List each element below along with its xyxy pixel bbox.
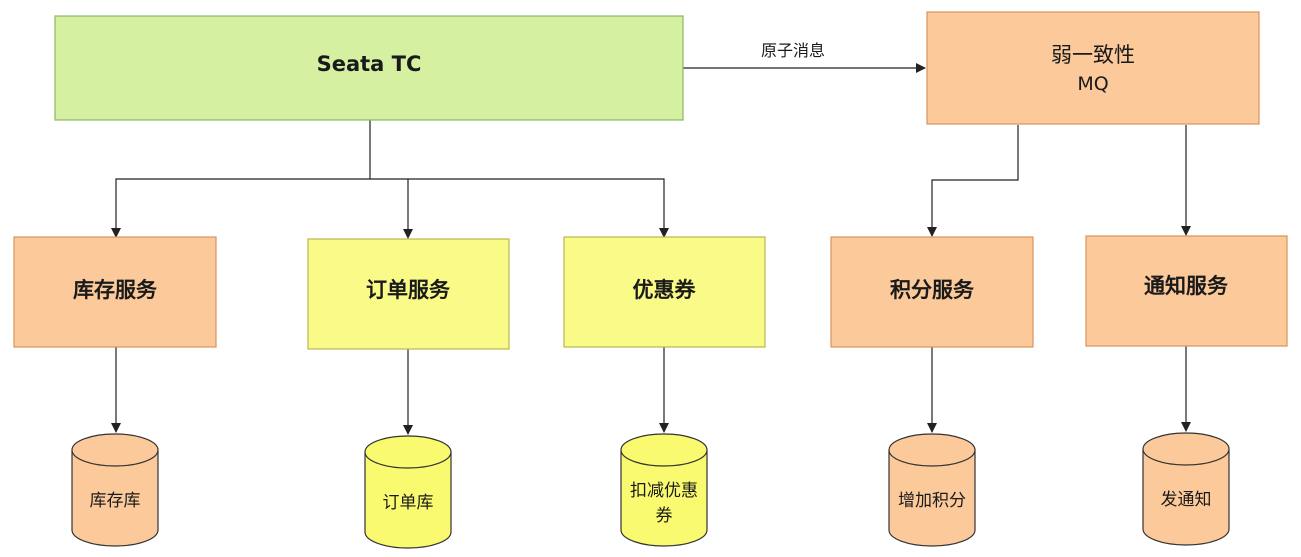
points-service-label: 积分服务 bbox=[890, 278, 975, 302]
points-service-node: 积分服务 bbox=[830, 236, 1034, 348]
notify-db-label: 发通知 bbox=[1161, 490, 1212, 510]
seata-tc-node: Seata TC bbox=[54, 15, 684, 121]
points-db-body bbox=[888, 450, 976, 547]
points-db: 增加积分 bbox=[888, 433, 976, 547]
points-db-label: 增加积分 bbox=[898, 491, 966, 511]
notify-service-node: 通知服务 bbox=[1085, 235, 1288, 347]
order-db: 订单库 bbox=[364, 435, 452, 549]
points-db-top bbox=[888, 433, 976, 467]
notify-service-box bbox=[1085, 235, 1288, 347]
mq-box bbox=[926, 11, 1260, 125]
coupon-db-top bbox=[620, 433, 708, 467]
notify-db: 发通知 bbox=[1142, 432, 1230, 546]
edge-tc-to-inventory bbox=[111, 178, 370, 238]
mq-node: 弱一致性 MQ bbox=[926, 11, 1260, 125]
coupon-service-label: 优惠券 bbox=[633, 278, 697, 302]
order-db-top bbox=[364, 435, 452, 469]
edge-label-atomic-message: 原子消息 bbox=[761, 41, 825, 60]
order-db-body bbox=[364, 452, 452, 549]
points-service-box bbox=[830, 236, 1034, 348]
mq-label-line2: MQ bbox=[1077, 73, 1108, 95]
notify-db-top bbox=[1142, 432, 1230, 466]
coupon-db: 扣减优惠 券 bbox=[620, 433, 708, 547]
inventory-db-label: 库存库 bbox=[90, 491, 141, 511]
inventory-db: 库存库 bbox=[71, 433, 159, 547]
inventory-service-label: 库存服务 bbox=[73, 278, 158, 302]
edges: 原子消息 bbox=[111, 41, 1191, 435]
inventory-db-body bbox=[71, 450, 159, 547]
inventory-db-top bbox=[71, 433, 159, 467]
inventory-service-node: 库存服务 bbox=[13, 236, 217, 348]
order-db-label: 订单库 bbox=[383, 493, 434, 513]
notify-db-body bbox=[1142, 449, 1230, 546]
coupon-db-label-line1: 扣减优惠 bbox=[630, 481, 698, 501]
coupon-service-node: 优惠券 bbox=[563, 236, 766, 348]
coupon-db-body bbox=[620, 450, 708, 547]
seata-tc-label: Seata TC bbox=[317, 52, 422, 76]
edge-tc-trunk bbox=[369, 120, 408, 180]
edge-mq-to-points bbox=[927, 125, 1019, 237]
inventory-service-box bbox=[13, 236, 217, 348]
mq-label-line1: 弱一致性 bbox=[1051, 43, 1135, 67]
order-service-label: 订单服务 bbox=[366, 278, 451, 302]
notify-service-label: 通知服务 bbox=[1144, 274, 1229, 298]
order-service-node: 订单服务 bbox=[307, 238, 510, 350]
coupon-db-label-line2: 券 bbox=[656, 506, 673, 526]
seata-tc-box bbox=[54, 15, 684, 121]
coupon-service-box bbox=[563, 236, 766, 348]
edge-tc-to-coupon bbox=[408, 178, 669, 238]
order-service-box bbox=[307, 238, 510, 350]
